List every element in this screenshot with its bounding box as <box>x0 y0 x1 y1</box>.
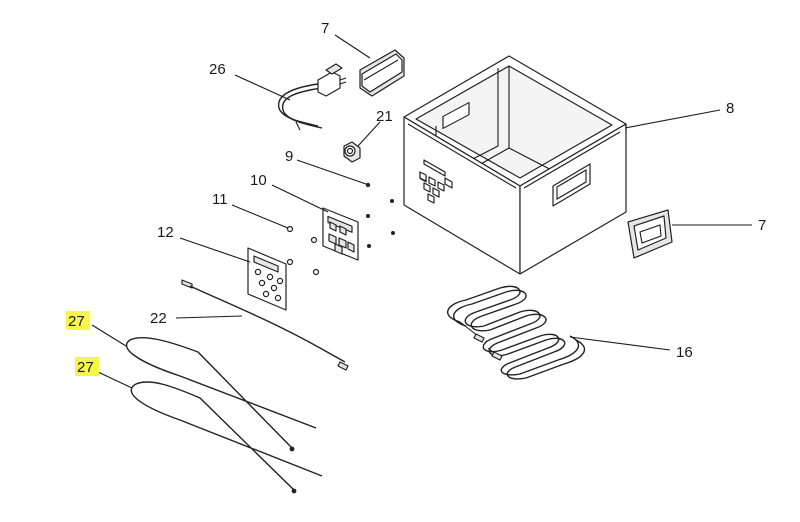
power-cord-part-26[interactable] <box>277 63 347 131</box>
callout-27-b: 27 <box>77 359 94 376</box>
screws-part-9 <box>365 182 395 248</box>
callout-16: 16 <box>676 344 693 361</box>
handle-part-7-right[interactable] <box>627 209 673 259</box>
leader-lines <box>91 34 752 389</box>
sensor-wire-part-22[interactable] <box>181 279 349 371</box>
spacers-part-11 <box>286 225 320 276</box>
callout-10: 10 <box>250 172 267 189</box>
callout-11: 11 <box>212 191 228 208</box>
callout-22: 22 <box>150 310 167 327</box>
handle-part-7-top[interactable] <box>359 49 405 97</box>
callout-labels: 7 26 21 8 9 10 11 12 7 22 27 27 16 <box>68 20 766 376</box>
callout-7-right: 7 <box>758 217 766 234</box>
keypad-panel-part-12[interactable] <box>247 247 287 311</box>
callout-9: 9 <box>285 148 293 165</box>
callout-8: 8 <box>726 100 734 117</box>
control-board-part-10[interactable] <box>322 207 359 261</box>
box-control-cutouts <box>419 171 453 204</box>
callout-7-top: 7 <box>321 20 329 37</box>
highlight-27-b <box>75 357 99 376</box>
callout-21: 21 <box>376 108 393 125</box>
heating-element-part-16[interactable] <box>447 285 586 380</box>
callout-26: 26 <box>209 61 226 78</box>
wire-loop-part-27-b[interactable] <box>130 381 323 494</box>
highlight-27-a <box>66 311 90 330</box>
wire-loop-part-27-a[interactable] <box>125 337 317 452</box>
callout-27-a: 27 <box>68 313 85 330</box>
cable-gland-part-21[interactable] <box>343 141 361 163</box>
housing-box[interactable] <box>403 55 627 275</box>
callout-12: 12 <box>157 224 174 241</box>
